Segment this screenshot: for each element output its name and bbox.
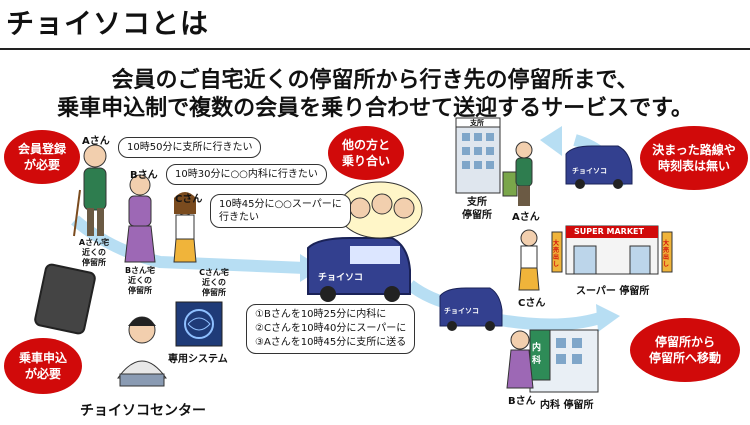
callout-member-registration: 会員登録 が必要 [4,130,80,184]
request-bubble-a: 10時50分に支所に行きたい [118,137,262,158]
route-arrow-2 [596,304,620,332]
title-divider [0,48,750,50]
main-van [307,237,411,302]
branch-stop-label: 支所 停留所 [462,197,492,221]
supermarket-sign: SUPER MARKET [574,227,644,236]
clinic-person-label: Bさん [508,396,536,407]
stop-label-b: Bさん宅 近くの 停留所 [124,266,156,295]
branch-person-label: Aさん [512,212,540,223]
supermarket-banner-right: 大売出し [663,240,670,268]
callout-stop-to-stop: 停留所から 停留所へ移動 [630,318,740,382]
branch-sign: 支所 [470,119,484,127]
plan-step-2: ②Cさんを10時40分にスーパーに [255,323,407,334]
van-logo-upper: チョイソコ [572,167,607,175]
stop-label-c: Cさん宅 近くの 停留所 [199,268,229,297]
plan-step-1: ①Bさんを10時25分に内科に [255,309,387,320]
person-c-at-supermarket [518,229,540,291]
van-logo: チョイソコ [318,273,364,283]
callout-ride-request: 乗車申込 が必要 [4,338,82,394]
shared-ride-group [337,181,423,239]
small-van-lower [439,287,503,331]
page-title: チョイソコとは [6,7,210,40]
route-arrow-3 [540,126,562,156]
system-plan-panel: ①Bさんを10時25分に内科に ②Cさんを10時40分にスーパーに ③Aさんを1… [246,304,416,354]
tablet-icon [34,263,96,335]
person-c-name: Cさん [175,194,203,205]
supermarket-person-label: Cさん [518,298,546,309]
system-icon [175,301,223,347]
center-label: チョイソコセンター [80,403,206,419]
request-bubble-c: 10時45分に○○スーパーに 行きたい [210,194,351,228]
supermarket-building [551,225,673,275]
person-a-at-branch [515,141,533,206]
supermarket-banner-left: 大売出し [553,240,560,268]
person-b-figure [124,174,156,263]
system-label: 専用システム [168,354,228,365]
headline-line-2: 乗車申込制で複数の会員を乗り合わせて送迎するサービスです。 [57,96,693,121]
person-a-name: Aさん [82,136,110,147]
callout-shared-ride: 他の方と 乗り合い [328,126,404,180]
branch-office-building [455,117,518,197]
person-c-figure [173,192,197,263]
clinic-sign: 内科 [532,343,542,366]
clinic-building [529,329,599,393]
stop-label-a: Aさん宅 近くの 停留所 [78,238,110,267]
person-b-name: Bさん [130,170,158,181]
person-a-figure [73,144,107,237]
clinic-stop-label: 内科 停留所 [540,400,594,411]
callout-no-fixed-route: 決まった路線や 時刻表は無い [640,126,748,190]
headline-line-1: 会員のご自宅近くの停留所から行き先の停留所まで、 [111,68,639,93]
plan-step-3: ③Aさんを10時45分に支所に送る [255,337,407,348]
route-path-left [71,215,306,274]
request-bubble-b: 10時30分に○○内科に行きたい [166,164,327,185]
small-van-upper [565,145,633,189]
person-b-at-clinic [506,330,534,389]
van-logo-lower: チョイソコ [444,307,479,315]
route-path-right [499,312,602,331]
supermarket-stop-label: スーパー 停留所 [576,286,650,297]
operator-figure [117,316,167,387]
